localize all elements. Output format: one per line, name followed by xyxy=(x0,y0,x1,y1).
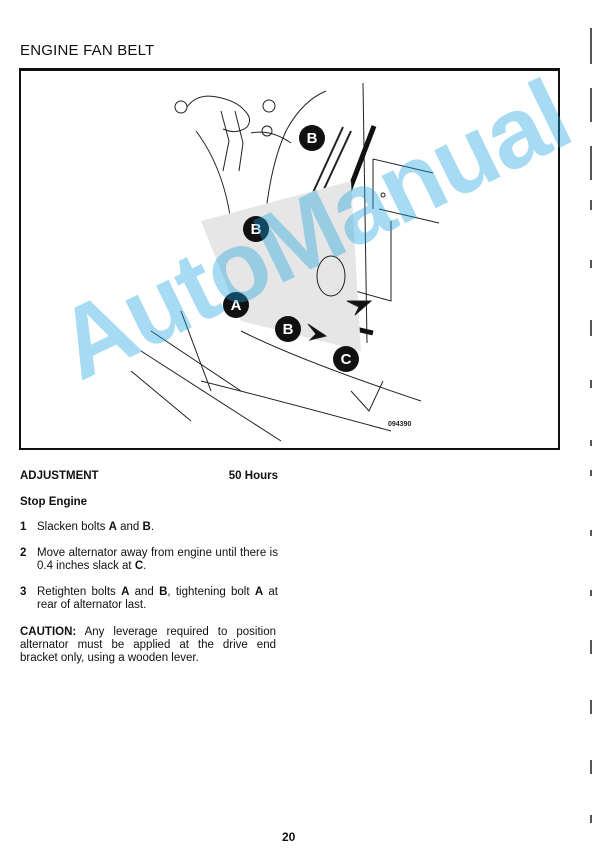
figure-id: 094390 xyxy=(388,421,412,428)
callout-c: C xyxy=(333,346,359,372)
step-1: 1 Slacken bolts A and B. xyxy=(20,521,278,534)
svg-text:B: B xyxy=(251,221,262,238)
callout-a: A xyxy=(223,292,249,318)
page-number: 20 xyxy=(282,830,296,844)
step-3: 3 Retighten bolts A and B, tightening bo… xyxy=(20,586,278,612)
service-interval: 50 Hours xyxy=(228,470,278,482)
step-number: 3 xyxy=(20,586,27,598)
subheading: Stop Engine xyxy=(20,496,88,508)
callout-b-top: B xyxy=(299,125,325,151)
engine-fan-belt-illustration: B B A B C 094390 xyxy=(19,68,560,450)
callout-b-left: B xyxy=(243,216,269,242)
page-edge-scan-marks xyxy=(576,0,606,868)
page-title: ENGINE FAN BELT xyxy=(20,42,155,59)
engine-diagram-drawing: B B A B C xyxy=(130,82,440,442)
callout-b-lower: B xyxy=(275,316,301,342)
caution-label: CAUTION: xyxy=(20,626,77,638)
section-title: ADJUSTMENT xyxy=(20,470,99,482)
step-number: 2 xyxy=(20,547,27,559)
step-text: Move alternator away from engine until t… xyxy=(37,547,278,572)
step-text: Slacken bolts A and B. xyxy=(37,521,155,533)
section-heading: ADJUSTMENT 50 Hours xyxy=(20,470,278,482)
caution-note: CAUTION: Any leverage required to positi… xyxy=(20,626,276,665)
svg-text:B: B xyxy=(307,130,318,147)
step-2: 2 Move alternator away from engine until… xyxy=(20,547,278,573)
caution-text: Any leverage required to position altern… xyxy=(20,626,276,664)
svg-text:C: C xyxy=(341,351,352,368)
svg-text:B: B xyxy=(283,321,294,338)
svg-text:A: A xyxy=(231,297,242,314)
step-text: Retighten bolts A and B, tightening bolt… xyxy=(37,586,278,611)
step-number: 1 xyxy=(20,521,27,533)
